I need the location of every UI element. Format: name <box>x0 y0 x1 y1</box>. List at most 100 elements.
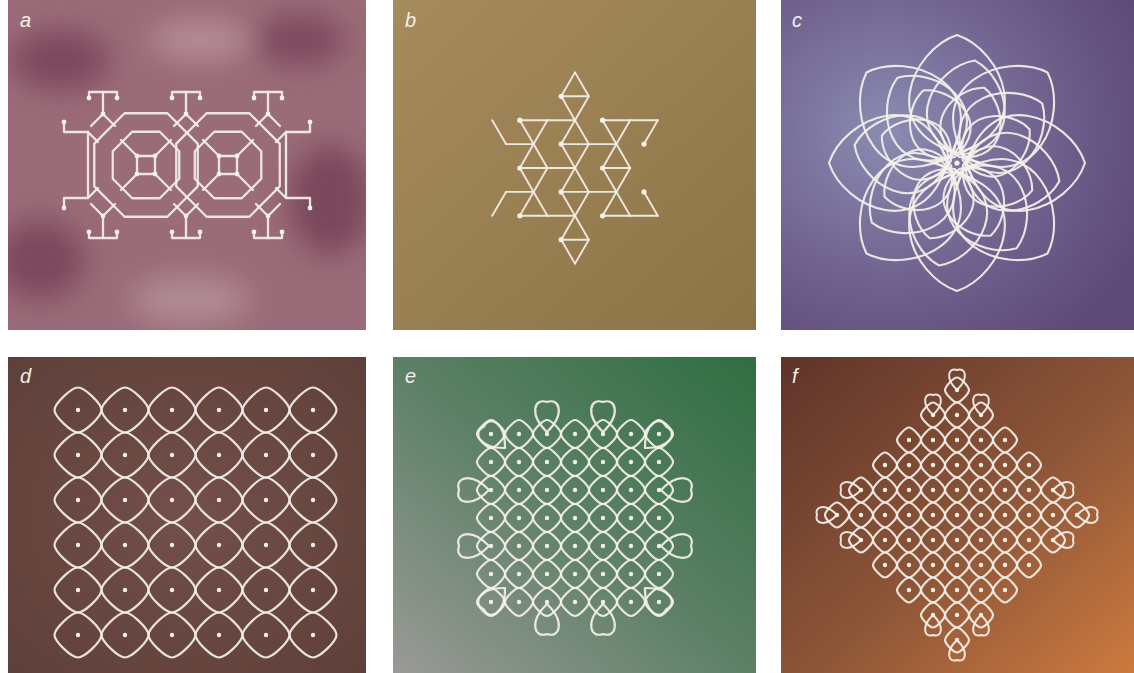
kolam-dot <box>931 413 935 417</box>
interlaced-loop <box>505 476 533 504</box>
kolam-dot <box>170 96 175 101</box>
t-connector <box>103 114 115 126</box>
rhombus-edge <box>603 215 631 217</box>
rhombus-edge <box>630 215 658 217</box>
diagonal-link <box>203 140 219 156</box>
rhombus-edge <box>575 72 589 96</box>
kolam-dot <box>135 172 140 177</box>
petal-outline <box>940 88 1000 157</box>
panel-letter: f <box>792 365 798 387</box>
interlaced-loop <box>617 476 645 504</box>
inner-square <box>219 156 237 174</box>
interlaced-loop <box>589 476 617 504</box>
interlaced-loop <box>196 523 243 568</box>
kolam-dot <box>170 543 174 547</box>
kolam-dot <box>101 112 106 117</box>
rhombus-edge <box>575 144 589 168</box>
interlaced-loop <box>149 568 196 613</box>
rhombus-edge <box>520 119 548 121</box>
interlaced-loop <box>969 553 993 578</box>
kolam-c <box>829 35 1085 291</box>
interlaced-loop <box>102 613 149 658</box>
interlaced-loop <box>290 568 337 613</box>
kolam-dot <box>657 460 661 464</box>
kolam-dot <box>217 498 221 502</box>
kolam-f <box>817 370 1098 661</box>
interlaced-loop <box>561 504 589 532</box>
kolam-dot <box>489 572 493 576</box>
rhombus-edge <box>616 120 630 144</box>
interlaced-loop <box>617 588 645 616</box>
label-holder: f <box>792 366 798 387</box>
kolam-dot <box>955 613 959 617</box>
kolam-dot <box>153 172 158 177</box>
interlaced-loop <box>897 578 921 603</box>
interlaced-loop <box>897 553 921 578</box>
rhombus-edge <box>575 240 589 264</box>
kolam-dot <box>62 120 67 125</box>
kolam-dot <box>601 516 605 520</box>
kolam-dot <box>311 453 315 457</box>
kolam-dot <box>1027 513 1031 517</box>
kolam-dot <box>955 413 959 417</box>
interlaced-loop <box>617 504 645 532</box>
interlaced-loop <box>505 420 533 448</box>
kolam-dot <box>545 516 549 520</box>
interlaced-loop <box>589 532 617 560</box>
interlaced-loop <box>945 378 969 403</box>
interlaced-loop <box>897 428 921 453</box>
interlaced-loop <box>533 476 561 504</box>
kolam-dot <box>517 432 521 436</box>
side-arm <box>285 132 287 198</box>
interlaced-loop <box>849 528 873 553</box>
rhombus-edge <box>492 120 506 144</box>
interlaced-loop <box>945 628 969 653</box>
edge-loop <box>535 401 559 432</box>
panel-ground <box>781 0 1134 330</box>
interlaced-loop <box>921 528 945 553</box>
kolam-dot <box>954 160 959 165</box>
interlaced-loop <box>645 420 673 448</box>
kolam-dot <box>517 213 522 218</box>
interlaced-loop <box>196 613 243 658</box>
interlaced-loop <box>505 504 533 532</box>
interlaced-loop <box>477 420 505 448</box>
octagon-band <box>94 113 197 216</box>
kolam-dot <box>955 388 959 392</box>
rhombus-edge <box>561 191 589 193</box>
kolam-dot <box>573 516 577 520</box>
rhombus-edge <box>561 72 575 96</box>
kolam-dot <box>629 544 633 548</box>
kolam-dot <box>123 543 127 547</box>
edge-loop <box>591 401 615 432</box>
interlaced-loop <box>921 503 945 528</box>
rhombus-edge <box>534 144 548 168</box>
interlaced-loop <box>921 603 945 628</box>
kolam-dot <box>573 460 577 464</box>
kolam-dot <box>311 633 315 637</box>
diagonal-link <box>121 140 137 156</box>
interlaced-loop <box>921 403 945 428</box>
rhombus-edge <box>575 168 589 192</box>
interlaced-loop <box>243 613 290 658</box>
interlaced-loop <box>645 476 673 504</box>
edge-loop <box>458 478 489 502</box>
kolam-dot <box>979 438 983 442</box>
interlaced-loop <box>617 420 645 448</box>
kolam-dot <box>115 96 120 101</box>
kolam-dot <box>1027 463 1031 467</box>
interlaced-loop <box>1041 528 1065 553</box>
rhombus-edge <box>520 144 534 168</box>
kolam-dot <box>955 488 959 492</box>
interlaced-loop <box>873 553 897 578</box>
kolam-dot <box>601 572 605 576</box>
kolam-dot <box>629 460 633 464</box>
petal-outline <box>927 61 1005 155</box>
petal-outline <box>909 171 987 265</box>
kolam-dot <box>907 538 911 542</box>
interlaced-loop <box>149 388 196 433</box>
rhombus-edge <box>616 144 630 168</box>
kolam-dot <box>123 588 127 592</box>
kolam-dot <box>76 633 80 637</box>
